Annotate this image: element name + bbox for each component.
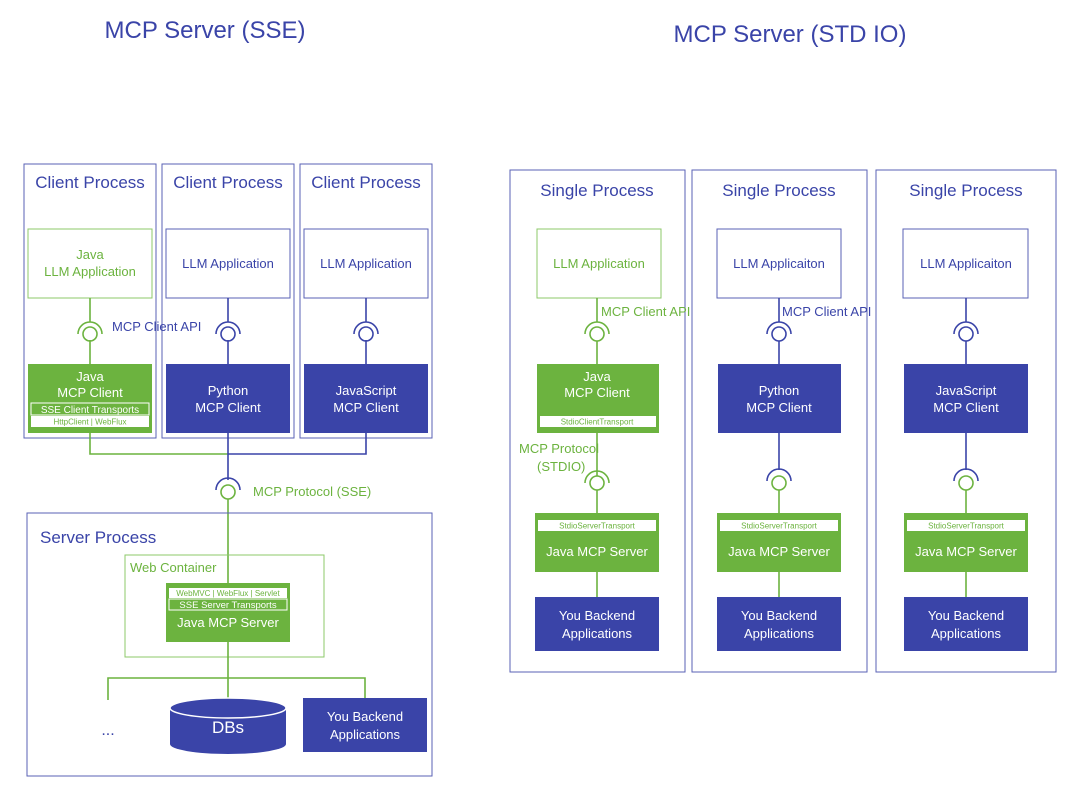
svg-text:You Backend: You Backend	[327, 709, 403, 724]
svg-text:You Backend: You Backend	[559, 608, 635, 623]
python-mcp-client-box: Python MCP Client	[166, 364, 290, 433]
sse-protocol-interface-icon	[215, 477, 241, 500]
stdio-python-llm-application-box: LLM Applicaiton	[716, 228, 842, 299]
svg-text:Java MCP Server: Java MCP Server	[915, 544, 1017, 559]
svg-text:LLM Application: LLM Application	[182, 256, 274, 271]
svg-text:Single Process: Single Process	[909, 181, 1022, 200]
svg-text:You Backend: You Backend	[928, 608, 1004, 623]
server-transports-label: SSE Server Transports	[179, 600, 276, 611]
sse-java-mcp-server-box: WebMVC | WebFlux | Servlet SSE Server Tr…	[166, 583, 290, 642]
stdio-protocol-interface-icon-2	[766, 468, 792, 491]
svg-text:Java MCP Server: Java MCP Server	[546, 544, 648, 559]
server-impl-label: WebMVC | WebFlux | Servlet	[176, 589, 280, 598]
svg-text:MCP Client: MCP Client	[933, 400, 999, 415]
stdio-java-mcp-server-box-3: StdioServerTransport Java MCP Server	[904, 513, 1028, 572]
stdio-backend-box-2: You Backend Applications	[717, 597, 841, 651]
svg-text:MCP Client: MCP Client	[57, 385, 123, 400]
client-process-label: Client Process	[311, 173, 421, 192]
svg-text:StdioServerTransport: StdioServerTransport	[741, 522, 818, 531]
stdio-java-mcp-client-box: Java MCP Client StdioClientTransport	[537, 364, 659, 433]
stdio-backend-box-1: You Backend Applications	[535, 597, 659, 651]
stdio-protocol-label-line-2: (STDIO)	[537, 459, 585, 474]
svg-text:LLM Application: LLM Application	[553, 256, 645, 271]
js-mcp-client-box: JavaScript MCP Client	[304, 364, 428, 433]
svg-text:Python: Python	[759, 383, 799, 398]
svg-text:Single Process: Single Process	[540, 181, 653, 200]
more-backends-ellipsis: ...	[101, 722, 114, 739]
svg-text:Applications: Applications	[562, 626, 633, 641]
server-process-label: Server Process	[40, 528, 156, 547]
svg-text:StdioServerTransport: StdioServerTransport	[559, 522, 636, 531]
stdio-python-mcp-client-box: Python MCP Client	[718, 364, 841, 433]
svg-text:Python: Python	[208, 383, 248, 398]
svg-text:JavaScript: JavaScript	[336, 383, 397, 398]
sse-interface-icon-3	[353, 321, 379, 342]
stdio-title: MCP Server (STD IO)	[674, 21, 907, 48]
js-llm-application-box: LLM Application	[303, 228, 429, 299]
stdio-client-transport-label: StdioClientTransport	[561, 418, 634, 427]
stdio-client-api-interface-icon-3	[953, 321, 979, 342]
sse-server-process: Server Process	[26, 512, 433, 777]
stdio-client-api-label-green: MCP Client API	[601, 304, 690, 319]
sse-protocol-label: MCP Protocol (SSE)	[253, 484, 371, 499]
svg-text:MCP Client: MCP Client	[746, 400, 812, 415]
svg-text:LLM Application: LLM Application	[320, 256, 412, 271]
sse-backend-box: You Backend Applications	[303, 698, 427, 752]
sse-title: MCP Server (SSE)	[105, 17, 306, 44]
stdio-protocol-interface-icon-3	[953, 468, 979, 491]
db-cylinder-icon: DBs	[169, 697, 287, 754]
svg-text:Java: Java	[76, 247, 104, 262]
stdio-backend-box-3: You Backend Applications	[904, 597, 1028, 651]
stdio-client-api-interface-icon-1	[584, 321, 610, 342]
stdio-single-process-1: Single Process	[509, 169, 686, 673]
sse-client-transports-label: SSE Client Transports	[41, 405, 139, 416]
db-label: DBs	[212, 718, 244, 737]
svg-text:LLM Applicaiton: LLM Applicaiton	[733, 256, 825, 271]
stdio-client-api-label-blue: MCP Client API	[782, 304, 871, 319]
sse-client-impl-label: HttpClient | WebFlux	[53, 418, 126, 427]
svg-text:Single Process: Single Process	[722, 181, 835, 200]
web-container: Web Container	[124, 554, 325, 658]
svg-text:LLM Applicaiton: LLM Applicaiton	[920, 256, 1012, 271]
svg-text:You Backend: You Backend	[741, 608, 817, 623]
sse-client-api-label: MCP Client API	[112, 319, 201, 334]
python-llm-application-box: LLM Application	[165, 228, 291, 299]
client-process-label: Client Process	[173, 173, 283, 192]
svg-text:MCP Client: MCP Client	[564, 385, 630, 400]
svg-text:Applications: Applications	[931, 626, 1002, 641]
svg-text:Applications: Applications	[744, 626, 815, 641]
stdio-single-process-2: Single Process	[691, 169, 868, 673]
svg-text:LLM Application: LLM Application	[44, 264, 136, 279]
sse-interface-icon-2	[215, 321, 241, 342]
svg-text:MCP Client: MCP Client	[333, 400, 399, 415]
svg-text:Java MCP Server: Java MCP Server	[728, 544, 830, 559]
svg-text:Applications: Applications	[330, 727, 401, 742]
java-llm-application-box: Java LLM Application	[27, 228, 153, 299]
svg-text:MCP Client: MCP Client	[195, 400, 261, 415]
sse-interface-icon-1	[77, 321, 103, 342]
stdio-js-llm-application-box: LLM Applicaiton	[902, 228, 1029, 299]
client-process-label: Client Process	[35, 173, 145, 192]
stdio-java-llm-application-box: LLM Application	[536, 228, 662, 299]
java-mcp-client-box: Java MCP Client SSE Client Transports Ht…	[28, 364, 152, 433]
stdio-java-mcp-server-box-2: StdioServerTransport Java MCP Server	[717, 513, 841, 572]
stdio-js-mcp-client-box: JavaScript MCP Client	[904, 364, 1028, 433]
stdio-client-api-interface-icon-2	[766, 321, 792, 342]
stdio-single-process-3: Single Process	[875, 169, 1057, 673]
svg-text:Java: Java	[76, 369, 104, 384]
stdio-java-mcp-server-box-1: StdioServerTransport Java MCP Server	[535, 513, 659, 572]
svg-text:StdioServerTransport: StdioServerTransport	[928, 522, 1005, 531]
server-name: Java MCP Server	[177, 615, 279, 630]
web-container-label: Web Container	[130, 560, 217, 575]
svg-text:JavaScript: JavaScript	[936, 383, 997, 398]
stdio-protocol-label-line-1: MCP Protocol	[519, 441, 599, 456]
svg-text:Java: Java	[583, 369, 611, 384]
